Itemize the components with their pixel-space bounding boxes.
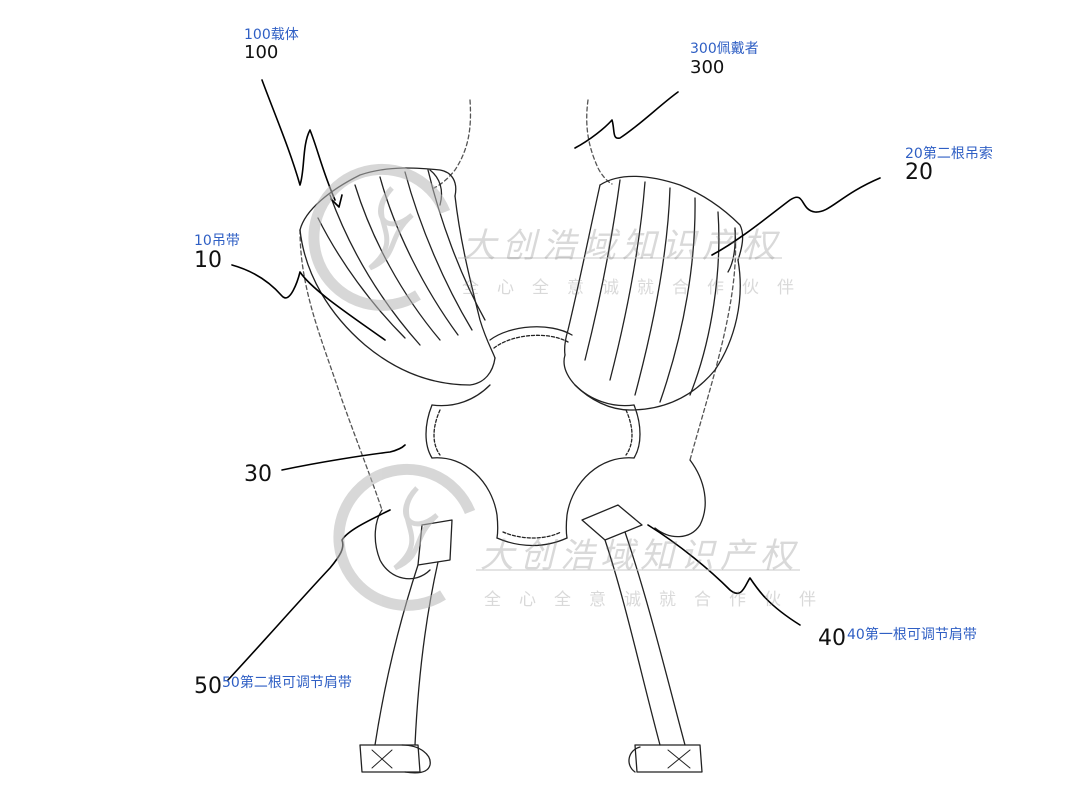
leader-lines: [227, 79, 881, 681]
label-30-number: 30: [244, 462, 272, 487]
label-10-annotation: 10吊带: [194, 233, 240, 249]
watermark-slogan-top: 全心全意诚就合作伙伴: [462, 278, 812, 298]
watermark-logo-bottom: [333, 463, 476, 611]
leader-300: [574, 91, 679, 149]
watermark-slogan-bottom: 全心全意诚就合作伙伴: [484, 590, 834, 610]
leader-20: [711, 177, 881, 256]
leader-100: [261, 79, 336, 201]
leader-40: [647, 524, 801, 626]
label-20-number: 20: [905, 160, 933, 185]
label-40-number: 40: [818, 626, 846, 651]
leader-10: [231, 264, 386, 341]
label-50-annotation: 50第二根可调节肩带: [222, 675, 352, 691]
label-20-annotation: 20第二根吊索: [905, 146, 993, 162]
leader-50: [227, 509, 391, 681]
label-100-annotation: 100载体: [244, 27, 299, 43]
label-10-number: 10: [194, 248, 222, 273]
label-40-annotation: 40第一根可调节肩带: [847, 627, 977, 643]
shoulder-strap-right: [581, 504, 703, 773]
label-300-number: 300: [690, 57, 725, 78]
label-100-number: 100: [244, 42, 279, 63]
watermark-title-bottom: 大创浩域知识产权: [480, 536, 800, 576]
watermark-logo-top: [308, 163, 451, 311]
label-300-annotation: 300佩戴者: [690, 41, 759, 57]
label-50-number: 50: [194, 674, 222, 699]
right-sling-pouch: [563, 175, 744, 411]
arrow-100: [330, 194, 343, 208]
leader-30: [281, 444, 406, 471]
leg-openings: [374, 459, 706, 580]
carrier-body: [425, 326, 641, 547]
watermark-title-top: 大创浩域知识产权: [462, 226, 782, 266]
